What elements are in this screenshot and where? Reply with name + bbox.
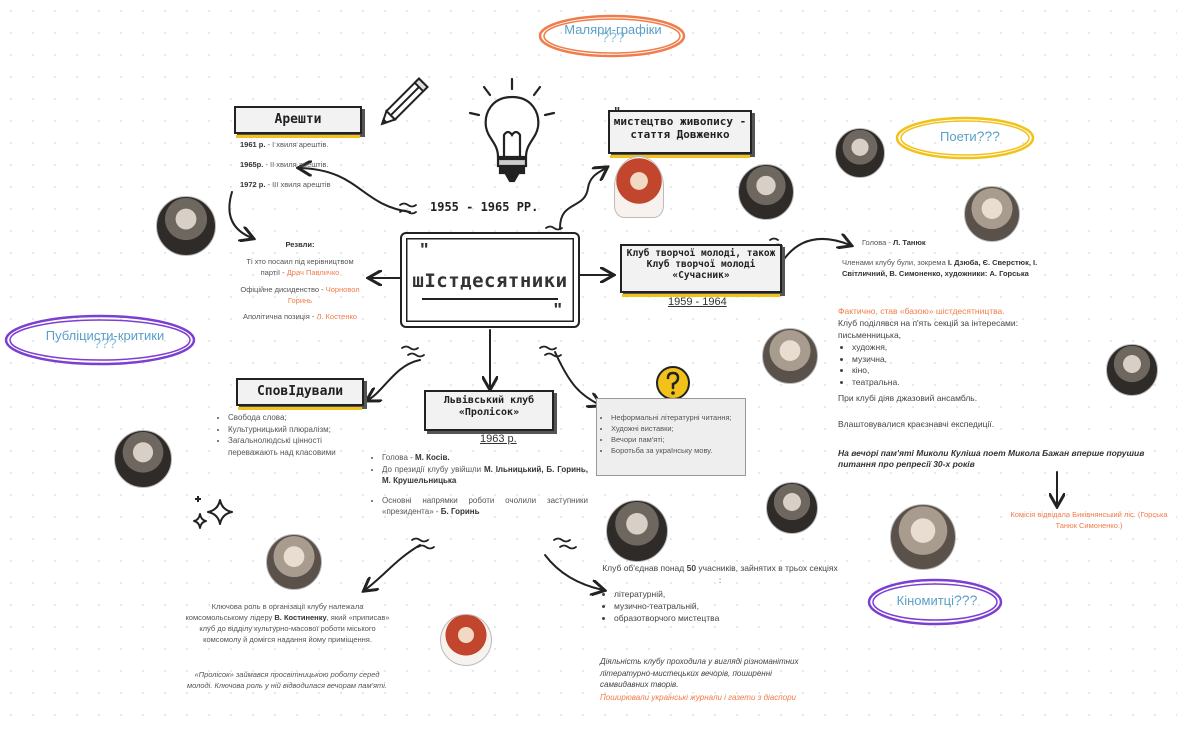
kyiv-details: Фактично, став «базою» шістдесятництва. … — [838, 306, 1048, 431]
list-item: Вечори пам'яті; — [611, 435, 745, 446]
center-title: шIстдесятники — [412, 270, 568, 292]
center-node: " шIстдесятники " — [400, 232, 580, 328]
list-item: образотворчого мистецтва — [614, 613, 840, 625]
values-title: СповІдували — [236, 378, 364, 410]
portrait-avatar — [835, 128, 885, 178]
kyiv-years: 1959 - 1964 — [668, 296, 727, 308]
pencil-icon — [380, 77, 429, 126]
lightbulb-icon — [468, 77, 556, 183]
lviv-club-title: Львівський клуб «Пролісок» — [424, 390, 554, 431]
list-item: театральна. — [852, 377, 1048, 389]
quote-open: " — [420, 240, 429, 260]
portrait-avatar — [762, 328, 818, 384]
period-label: 1955 - 1965 РР. — [430, 200, 539, 214]
list-item: Свобода слова; — [228, 412, 338, 424]
lviv-leadership: Голова - М. Косів. До президії клубу уві… — [368, 452, 588, 518]
lviv-key-role: Ключова роль в організації клубу належал… — [185, 602, 390, 644]
quote-close: " — [553, 300, 562, 320]
question-icon — [656, 366, 690, 400]
poets-bubble: Поети??? — [940, 128, 1000, 144]
list-item: Художні виставки; — [611, 424, 745, 435]
lviv-year: 1963 р. — [480, 433, 517, 445]
portrait-avatar — [266, 534, 322, 590]
list-item: музична, — [852, 354, 1048, 366]
portrait-avatar — [440, 614, 492, 666]
kyiv-head: Голова - Л. Танюк — [862, 238, 926, 247]
arrest-row: 1961 р. - I хвиля арештів. — [240, 140, 329, 149]
sparkle-icon — [193, 496, 233, 529]
kyiv-members: Членами клубу були, зокрема І. Дзюба, Є.… — [842, 258, 1038, 278]
portrait-avatar — [156, 196, 216, 256]
arrests-list: 1961 р. - I хвиля арештів. 1965р. - II х… — [240, 140, 370, 191]
values-list: Свобода слова; Культурницький плюралізм;… — [214, 412, 338, 458]
lviv-members: Клуб об'єднав понад 50 учасників, зайнят… — [600, 563, 840, 624]
list-item: кіно, — [852, 365, 1048, 377]
art-quote: " — [614, 104, 621, 119]
arrests-title: Арешти — [234, 106, 362, 138]
portrait-avatar — [606, 500, 668, 562]
forms-box: Неформальні літературні читання; Художні… — [596, 398, 746, 476]
painters-bubble: Маляри-графіки??? — [564, 22, 662, 45]
list-item: Загальнолюдські цінності переважають над… — [228, 435, 338, 458]
list-item: До президії клубу увійшли М. Ільницький,… — [382, 464, 588, 487]
film-bubble: Кіномитці??? — [896, 592, 978, 608]
portrait-avatar — [964, 186, 1020, 242]
arrests-results: Резвли: Ті хто посаил під керівництвом п… — [240, 240, 360, 322]
portrait-avatar — [766, 482, 818, 534]
portrait-avatar — [890, 504, 956, 570]
arrest-row: 1965р. - II хвиля арештів. — [240, 159, 329, 169]
arrest-row: 1972 р. - III хвиля арештів — [240, 179, 331, 189]
kyiv-commission: Комісія відвідала Биківнянський ліс. (Го… — [1010, 510, 1168, 530]
art-title: мистецтво живопису - стаття Довженко — [608, 110, 752, 158]
kyiv-club-title: Клуб творчої молоді, також Клуб творчої … — [620, 244, 782, 297]
list-item: Неформальні літературні читання; — [611, 413, 745, 424]
portrait-avatar — [1106, 344, 1158, 396]
portrait-avatar — [614, 156, 664, 218]
portrait-avatar — [114, 430, 172, 488]
publicists-bubble: Публіцисти-критики??? — [45, 328, 165, 351]
list-item: Основні напрямки роботи очолили заступни… — [382, 495, 588, 518]
list-item: Голова - М. Косів. — [382, 452, 588, 464]
list-item: літературній, — [614, 589, 840, 601]
lviv-closing-note: «Пролісок» займався просвітницькою робот… — [186, 670, 388, 690]
list-item: художня, — [852, 342, 1048, 354]
list-item: Культурницький плюралізм; — [228, 424, 338, 436]
kyiv-evening: На вечорі пам'яті Миколи Куліша поет Мик… — [838, 448, 1145, 470]
lviv-activity: Діяльність клубу проходила у вигляді різ… — [600, 657, 799, 702]
portrait-avatar — [738, 164, 794, 220]
list-item: музично-театральній, — [614, 601, 840, 613]
list-item: Боротьба за українську мову. — [611, 446, 745, 457]
